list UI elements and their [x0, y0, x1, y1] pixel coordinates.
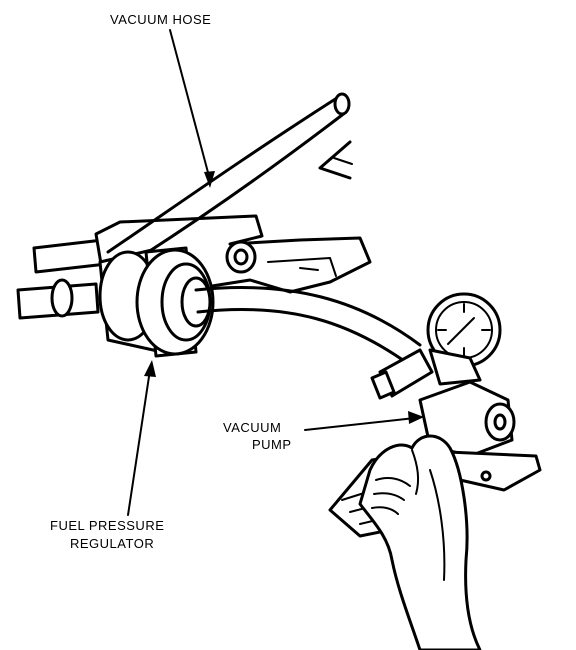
leader-vacuum-hose: [169, 29, 215, 188]
leader-vacuum-pump: [304, 411, 424, 431]
label-fuel-pressure-regulator-line1: FUEL PRESSURE: [50, 518, 164, 533]
leader-fuel-pressure-regulator: [127, 360, 156, 516]
forward-arrow-icon: [318, 140, 353, 180]
label-vacuum-hose: VACUUM HOSE: [110, 12, 211, 27]
pump-hose: [194, 286, 422, 367]
label-vacuum-pump-line1: VACUUM: [223, 420, 281, 435]
label-vacuum-pump-line2: PUMP: [252, 437, 292, 452]
label-fuel-pressure-regulator-line2: REGULATOR: [70, 536, 154, 551]
fuel-pressure-regulator: [98, 246, 215, 358]
hand: [358, 434, 482, 650]
